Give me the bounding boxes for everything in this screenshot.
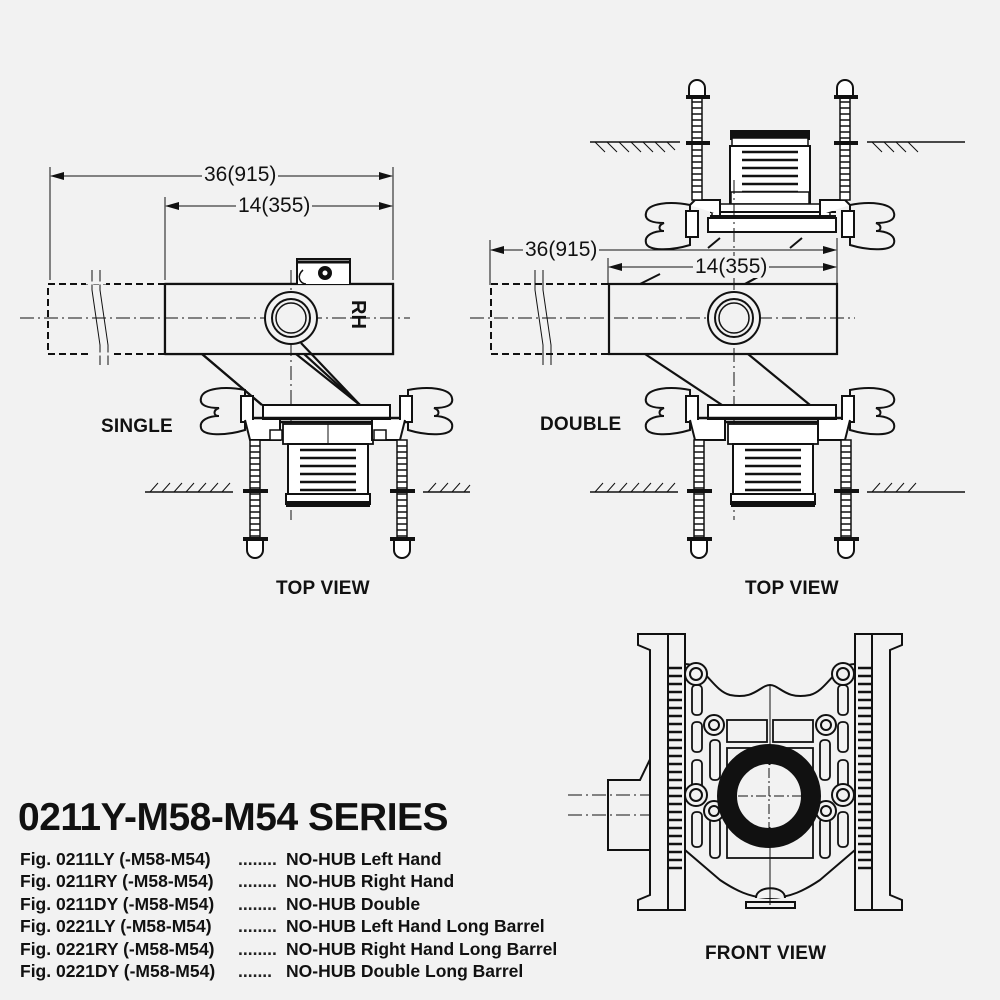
double-label: DOUBLE xyxy=(540,414,622,435)
front-view xyxy=(568,633,903,911)
figure-description: NO-HUB Left Hand xyxy=(286,849,442,869)
figure-row: Fig. 0221DY (-M58-M54) ....... NO-HUB Do… xyxy=(20,960,557,982)
double-dim-overall: 36(915) xyxy=(523,238,600,261)
figure-description: NO-HUB Double Long Barrel xyxy=(286,961,524,982)
figure-list: Fig. 0211LY (-M58-M54) ........ NO-HUB L… xyxy=(20,848,557,982)
figure-row: Fig. 0211DY (-M58-M54) ........ NO-HUB D… xyxy=(20,893,557,915)
single-top-view xyxy=(20,167,471,559)
leader-dots: ........ xyxy=(238,916,277,937)
single-label: SINGLE xyxy=(101,416,173,437)
double-top-view-caption: TOP VIEW xyxy=(745,578,839,599)
hand-marking-rh: RH xyxy=(346,300,369,329)
figure-description: NO-HUB Double xyxy=(286,893,421,914)
figure-code: Fig. 0221DY (-M58-M54) xyxy=(20,961,216,982)
leader-dots: ........ xyxy=(238,938,277,959)
single-dim-body: 14(355) xyxy=(236,194,313,217)
figure-row: Fig. 0221LY (-M58-M54) ........ NO-HUB L… xyxy=(20,915,557,937)
leader-dots: ........ xyxy=(238,871,277,892)
leader-dots: ........ xyxy=(238,893,277,914)
figure-description: NO-HUB Right Hand Long Barrel xyxy=(286,938,558,959)
figure-description: NO-HUB Right Hand xyxy=(286,871,455,892)
figure-code: Fig. 0221RY (-M58-M54) xyxy=(20,938,215,959)
figure-code: Fig. 0221LY (-M58-M54) xyxy=(20,916,212,937)
leader-dots: ....... xyxy=(238,961,273,982)
figure-row: Fig. 0221RY (-M58-M54) ........ NO-HUB R… xyxy=(20,938,557,960)
single-top-view-caption: TOP VIEW xyxy=(276,578,370,599)
figure-description: NO-HUB Left Hand Long Barrel xyxy=(286,916,545,937)
figure-code: Fig. 0211LY (-M58-M54) xyxy=(20,849,211,869)
series-title: 0211Y-M58-M54 SERIES xyxy=(18,796,449,839)
figure-code: Fig. 0211DY (-M58-M54) xyxy=(20,893,215,914)
leader-dots: ........ xyxy=(238,849,277,869)
double-dim-body: 14(355) xyxy=(693,255,770,278)
front-view-caption: FRONT VIEW xyxy=(705,943,827,964)
single-dim-overall: 36(915) xyxy=(202,163,279,186)
figure-row: Fig. 0211LY (-M58-M54) ........ NO-HUB L… xyxy=(20,848,557,870)
figure-code: Fig. 0211RY (-M58-M54) xyxy=(20,871,214,892)
double-top-view xyxy=(470,79,965,559)
figure-row: Fig. 0211RY (-M58-M54) ........ NO-HUB R… xyxy=(20,870,557,892)
